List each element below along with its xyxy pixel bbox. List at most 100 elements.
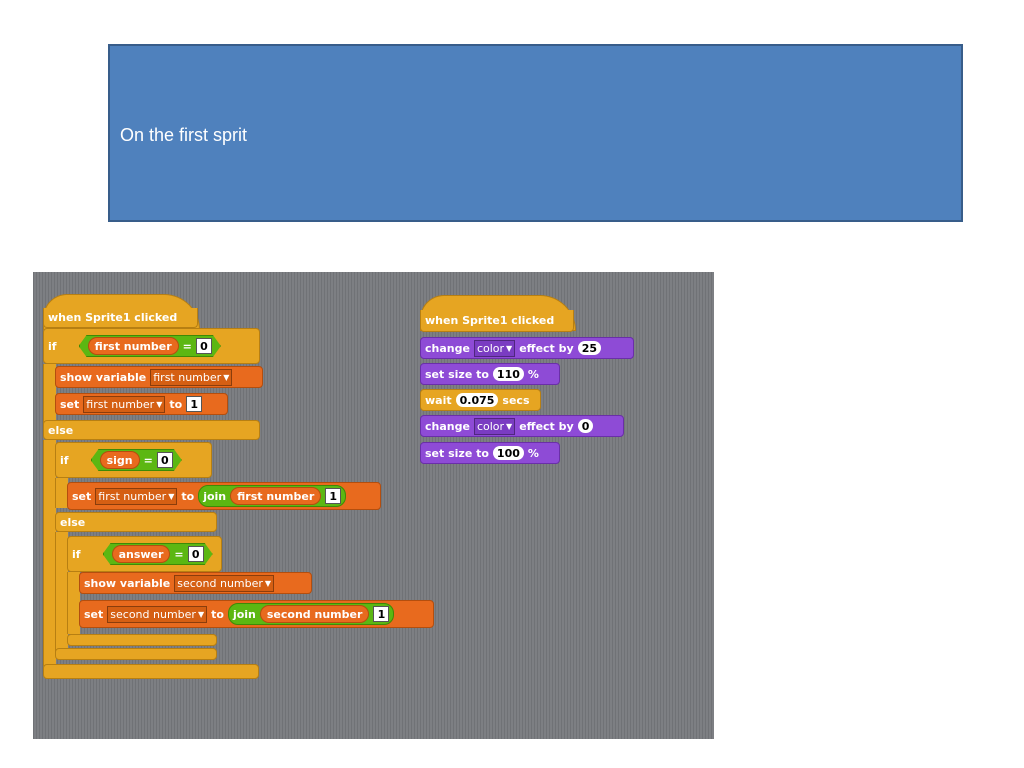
variable-dropdown[interactable]: first number▼ (83, 395, 166, 413)
else-label: else (48, 423, 74, 437)
variable-reporter[interactable]: sign (100, 451, 140, 469)
variable-reporter[interactable]: second number (259, 605, 370, 623)
scripts-area[interactable]: when Sprite1 clicked if first number = 0… (33, 272, 714, 739)
join-operator[interactable]: join second number 1 (227, 603, 395, 625)
dropdown-arrow-icon: ▼ (223, 372, 230, 382)
slide-title: On the first sprit (120, 125, 248, 145)
equals-operator[interactable]: first number = 0 (79, 335, 221, 357)
show-label: show variable (60, 370, 147, 384)
set-size-block[interactable]: set size to 100 % (420, 442, 560, 464)
value-input[interactable]: 0 (577, 419, 594, 433)
to-label: to (211, 607, 224, 621)
dropdown-value: first number (153, 370, 222, 384)
if-end-cap (67, 634, 217, 646)
dropdown-value: second number (110, 607, 196, 621)
dropdown-value: color (476, 419, 505, 433)
hat-label: when Sprite1 clicked (425, 314, 555, 327)
percent-label: % (527, 367, 539, 381)
if-block-1[interactable]: if first number = 0 (43, 328, 260, 364)
if-label: if (60, 453, 69, 467)
else-block[interactable]: else (43, 420, 260, 440)
equals-operator[interactable]: sign = 0 (91, 449, 182, 471)
if-label: if (48, 339, 57, 353)
value-input[interactable]: 1 (373, 606, 390, 622)
change-effect-block[interactable]: change color▼ effect by 25 (420, 337, 634, 359)
dropdown-value: second number (177, 576, 263, 590)
dropdown-arrow-icon: ▼ (168, 491, 175, 501)
set-size-label: set size to (425, 446, 489, 460)
set-size-block[interactable]: set size to 110 % (420, 363, 560, 385)
when-clicked-block[interactable]: when Sprite1 clicked (43, 308, 198, 328)
value-input[interactable]: 0 (196, 338, 212, 354)
dropdown-value: first number (98, 489, 167, 503)
value-input[interactable]: 1 (325, 488, 342, 504)
wait-block[interactable]: wait 0.075 secs (420, 389, 541, 411)
if-arm (67, 572, 80, 634)
set-size-label: set size to (425, 367, 489, 381)
variable-reporter[interactable]: first number (230, 487, 322, 505)
else-arm (43, 440, 56, 666)
join-operator[interactable]: join first number 1 (198, 485, 347, 507)
set-label: set (60, 397, 80, 411)
variable-dropdown[interactable]: second number▼ (174, 574, 275, 592)
equals-sign: = (182, 339, 192, 353)
set-variable-block[interactable]: set first number▼ to 1 (55, 393, 228, 415)
if-else-end-cap (43, 664, 259, 679)
join-label: join (232, 607, 256, 621)
dropdown-arrow-icon: ▼ (156, 399, 163, 409)
set-variable-block[interactable]: set second number▼ to join second number… (79, 600, 434, 628)
value-input[interactable]: 25 (577, 341, 601, 355)
wait-label: wait (425, 393, 452, 407)
effect-dropdown[interactable]: color▼ (473, 339, 516, 357)
value-input[interactable]: 0.075 (455, 393, 499, 407)
value-input[interactable]: 100 (492, 446, 524, 460)
change-effect-block[interactable]: change color▼ effect by 0 (420, 415, 624, 437)
join-label: join (203, 489, 227, 503)
show-variable-block[interactable]: show variable first number▼ (55, 366, 263, 388)
set-label: set (72, 489, 92, 503)
variable-dropdown[interactable]: first number▼ (95, 487, 178, 505)
percent-label: % (527, 446, 539, 460)
dropdown-value: color (476, 341, 505, 355)
show-variable-block[interactable]: show variable second number▼ (79, 572, 312, 594)
show-label: show variable (84, 576, 171, 590)
secs-label: secs (502, 393, 530, 407)
variable-dropdown[interactable]: first number▼ (150, 368, 233, 386)
equals-sign: = (143, 453, 153, 467)
equals-sign: = (174, 547, 184, 561)
if-arm (55, 478, 68, 508)
value-input[interactable]: 0 (188, 546, 204, 562)
to-label: to (169, 397, 183, 411)
value-input[interactable]: 1 (186, 396, 203, 412)
else-block[interactable]: else (55, 512, 217, 532)
when-clicked-block[interactable]: when Sprite1 clicked (420, 310, 574, 332)
dropdown-arrow-icon: ▼ (264, 578, 272, 588)
variable-dropdown[interactable]: second number▼ (107, 605, 208, 623)
effect-by-label: effect by (519, 419, 574, 433)
else-arm (55, 532, 68, 652)
if-block-2[interactable]: if sign = 0 (55, 442, 212, 478)
if-else-end-cap (55, 648, 217, 660)
set-variable-block[interactable]: set first number▼ to join first number 1 (67, 482, 381, 510)
else-label: else (60, 515, 86, 529)
value-input[interactable]: 110 (492, 367, 524, 381)
if-arm (43, 364, 56, 424)
change-label: change (425, 341, 470, 355)
variable-reporter[interactable]: first number (88, 337, 179, 355)
equals-operator[interactable]: answer = 0 (103, 543, 213, 565)
hat-label: when Sprite1 clicked (48, 311, 178, 324)
dropdown-arrow-icon: ▼ (197, 609, 205, 619)
dropdown-arrow-icon: ▼ (506, 343, 513, 353)
if-label: if (72, 547, 81, 561)
effect-by-label: effect by (519, 341, 574, 355)
if-block-3[interactable]: if answer = 0 (67, 536, 222, 572)
set-label: set (84, 607, 104, 621)
effect-dropdown[interactable]: color▼ (473, 417, 516, 435)
dropdown-arrow-icon: ▼ (506, 421, 513, 431)
dropdown-value: first number (86, 397, 155, 411)
to-label: to (181, 489, 195, 503)
change-label: change (425, 419, 470, 433)
value-input[interactable]: 0 (157, 452, 173, 468)
variable-reporter[interactable]: answer (112, 545, 171, 563)
title-box: On the first sprit (108, 44, 963, 222)
